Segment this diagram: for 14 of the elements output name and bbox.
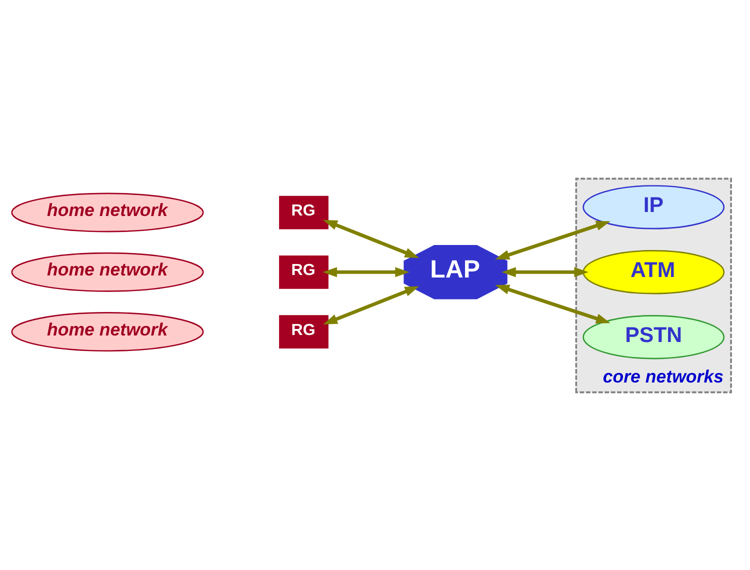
node-box: RG — [279, 314, 328, 348]
node-ellipse: ATM — [582, 250, 725, 294]
arrow — [322, 266, 410, 277]
arrow — [495, 284, 610, 323]
arrow — [502, 266, 588, 277]
node-ellipse: home network — [11, 192, 204, 232]
node-ellipse: home network — [11, 312, 204, 352]
arrow — [323, 286, 420, 324]
node-ellipse: PSTN — [582, 314, 725, 359]
node-box: RG — [279, 254, 328, 288]
arrow — [323, 219, 420, 258]
node-box: RG — [279, 195, 328, 229]
node-ellipse: home network — [11, 252, 204, 292]
arrow — [495, 220, 610, 260]
